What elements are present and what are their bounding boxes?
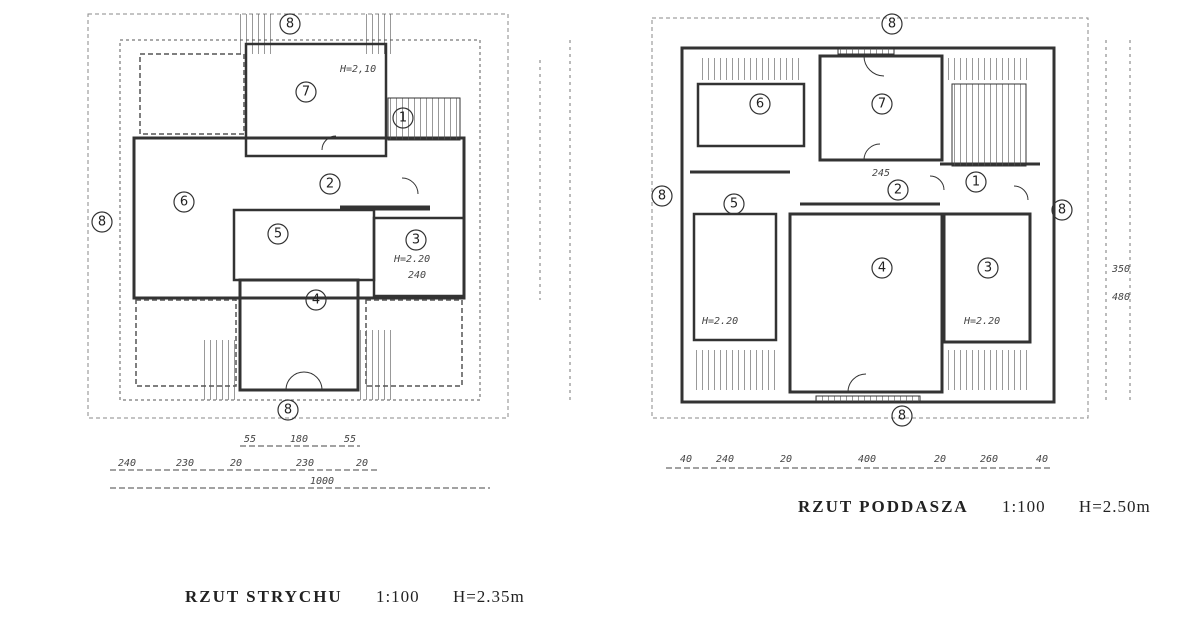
entry-door bbox=[285, 371, 323, 391]
room-label: 4 bbox=[878, 261, 886, 276]
room-label: 6 bbox=[756, 97, 764, 112]
door-arc bbox=[929, 175, 945, 191]
room-5-walls bbox=[232, 208, 376, 282]
caption-height: H=2.50m bbox=[1078, 497, 1151, 516]
note: 400 bbox=[858, 454, 876, 465]
room-4-walls bbox=[788, 212, 944, 394]
attic-room-markers bbox=[91, 13, 427, 421]
window bbox=[815, 395, 921, 403]
note: 55 bbox=[344, 434, 356, 445]
room-label: 8 bbox=[1058, 203, 1066, 218]
note: 260 bbox=[980, 454, 998, 465]
note: H=2.20 bbox=[963, 316, 1000, 327]
note: 55 bbox=[244, 434, 256, 445]
loft-room-markers bbox=[651, 13, 1073, 427]
door-arc bbox=[863, 143, 881, 161]
note: 240 bbox=[118, 458, 136, 469]
note: 40 bbox=[1036, 454, 1048, 465]
note: 350 bbox=[1111, 264, 1130, 275]
room-7-walls bbox=[818, 54, 944, 162]
room-6-walls bbox=[696, 82, 806, 148]
room-label: 7 bbox=[878, 97, 886, 112]
note: 20 bbox=[230, 458, 242, 469]
loft-caption: RZUT PODDASZA 1:100 H=2.50m bbox=[798, 497, 1151, 517]
note: H=2.20 bbox=[701, 316, 738, 327]
note: 240 bbox=[408, 270, 426, 281]
caption-scale: 1:100 bbox=[1001, 497, 1046, 516]
room-label: 8 bbox=[898, 409, 906, 424]
door-arc bbox=[847, 373, 867, 393]
door-arc bbox=[1013, 185, 1029, 201]
eaves-outline bbox=[87, 13, 509, 419]
upper-left-space bbox=[139, 53, 245, 135]
room-label: 8 bbox=[658, 189, 666, 204]
note: 20 bbox=[356, 458, 368, 469]
room-7-walls bbox=[244, 42, 388, 158]
lower-right-space bbox=[365, 299, 463, 387]
room-label: 1 bbox=[399, 111, 407, 126]
note: H=2,10 bbox=[339, 64, 376, 75]
note: 1000 bbox=[310, 476, 334, 487]
door-arc bbox=[401, 177, 419, 195]
stairs-room-1 bbox=[387, 97, 461, 141]
room-label: 4 bbox=[312, 293, 320, 308]
room-label: 8 bbox=[98, 215, 106, 230]
note: 230 bbox=[176, 458, 194, 469]
room-label: 8 bbox=[284, 403, 292, 418]
eaves-outline bbox=[651, 17, 1089, 419]
room-label: 8 bbox=[888, 17, 896, 32]
room-label: 8 bbox=[286, 17, 294, 32]
note: 20 bbox=[780, 454, 792, 465]
lower-left-space bbox=[135, 299, 237, 387]
caption-title: RZUT STRYCHU bbox=[185, 587, 343, 606]
hatched-block bbox=[948, 58, 1028, 80]
roof-outline bbox=[119, 39, 481, 401]
attic-caption: RZUT STRYCHU 1:100 H=2.35m bbox=[185, 587, 525, 607]
room-label: 5 bbox=[730, 197, 738, 212]
room-label: 5 bbox=[274, 227, 282, 242]
note: 180 bbox=[290, 434, 308, 445]
note: H=2.20 bbox=[393, 254, 430, 265]
room-label: 2 bbox=[894, 183, 902, 198]
room-3-walls bbox=[372, 216, 466, 298]
room-label: 3 bbox=[984, 261, 992, 276]
note: 20 bbox=[934, 454, 946, 465]
room-label: 3 bbox=[412, 233, 420, 248]
note: 245 bbox=[872, 168, 890, 179]
hatched-block bbox=[694, 350, 780, 390]
room-label: 6 bbox=[180, 195, 188, 210]
caption-height: H=2.35m bbox=[452, 587, 525, 606]
door-arc bbox=[863, 55, 885, 77]
attic-plan bbox=[87, 13, 571, 489]
hatched-block bbox=[948, 350, 1028, 390]
note: 40 bbox=[680, 454, 692, 465]
room-3-walls bbox=[942, 212, 1032, 344]
room-labels: 8 7 1 2 6 5 3 4 8 8 8 6 7 2 1 8 5 8 4 3 … bbox=[98, 17, 1066, 424]
room-label: 7 bbox=[302, 85, 310, 100]
door-arc bbox=[321, 135, 337, 151]
window bbox=[837, 47, 895, 55]
hatched-block bbox=[200, 340, 240, 400]
caption-title: RZUT PODDASZA bbox=[798, 497, 969, 516]
caption-scale: 1:100 bbox=[375, 587, 420, 606]
note: 240 bbox=[716, 454, 734, 465]
hatched-block bbox=[700, 58, 804, 80]
stairs-room-1 bbox=[951, 83, 1027, 167]
room-4-walls bbox=[238, 278, 360, 392]
hatched-block bbox=[362, 14, 392, 54]
loft-plan bbox=[651, 17, 1131, 469]
note: 480 bbox=[1112, 292, 1130, 303]
room-label: 2 bbox=[326, 177, 334, 192]
note: 230 bbox=[296, 458, 314, 469]
hatched-block bbox=[238, 14, 274, 54]
room-label: 1 bbox=[972, 175, 980, 190]
dimension-notes: H=2,10 H=2.20 240 55 180 55 1000 240 230… bbox=[118, 64, 1130, 487]
